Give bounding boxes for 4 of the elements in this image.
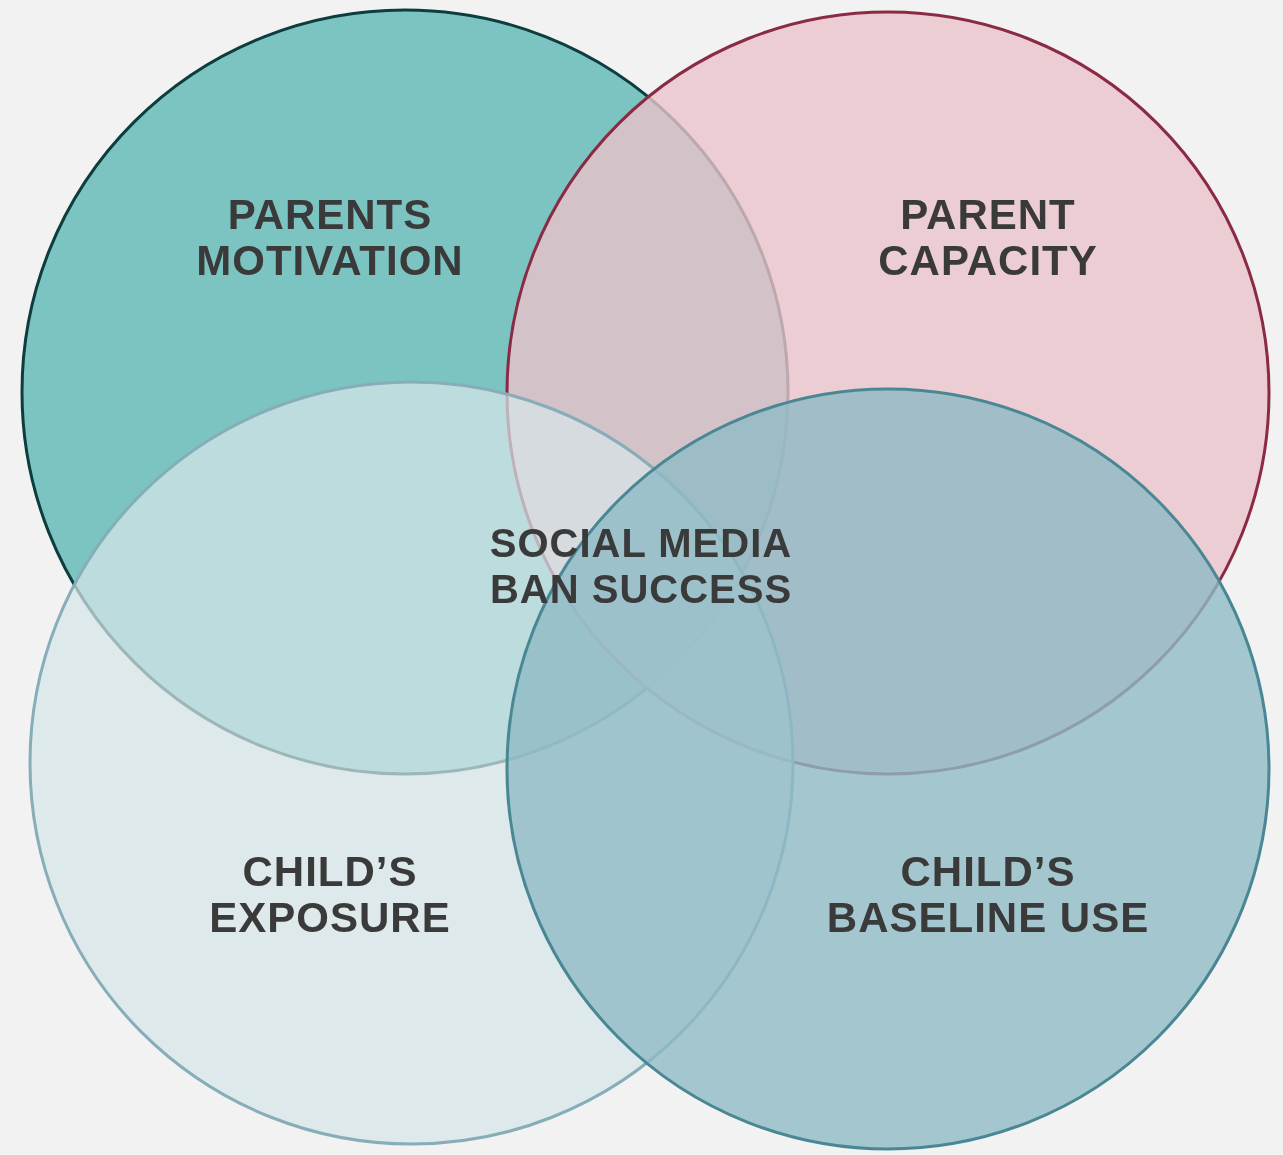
circle-label: PARENTS MOTIVATION (195, 192, 465, 284)
circle-label: CHILD’S BASELINE USE (825, 849, 1151, 941)
circle-label: CHILD’S EXPOSURE (208, 849, 452, 941)
circle-label: PARENT CAPACITY (877, 192, 1099, 284)
